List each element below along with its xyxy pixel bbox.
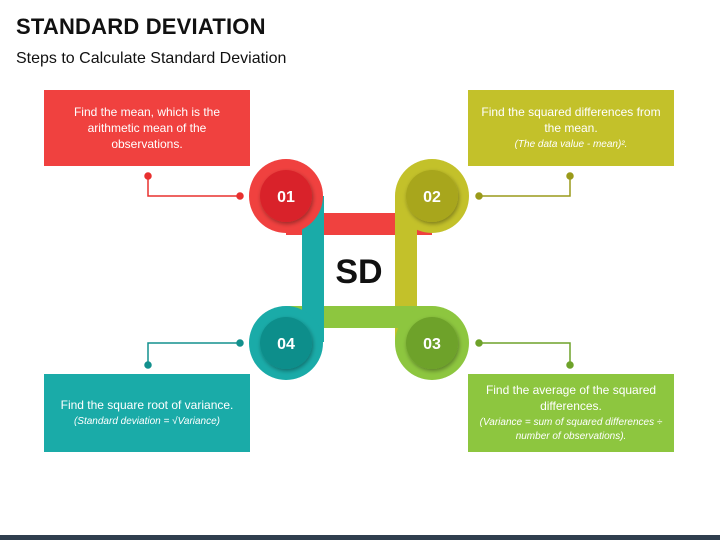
step-note-02: (The data value - mean)². — [514, 139, 628, 150]
step-circle-03: 03 — [395, 306, 469, 380]
step-number-01: 01 — [277, 189, 295, 206]
step-text-01: Find the mean, which is the arithmetic m… — [73, 105, 221, 151]
step-text-03: Find the average of the squared differen… — [485, 383, 657, 413]
step-box-01: Find the mean, which is the arithmetic m… — [44, 90, 250, 166]
step-circle-04: 04 — [249, 306, 323, 380]
center-label: SD — [335, 253, 382, 291]
connector-bar-right — [395, 196, 417, 342]
step-number-04: 04 — [277, 336, 295, 353]
connector-bar-left — [302, 196, 324, 342]
step-number-02: 02 — [423, 189, 441, 206]
step-box-03: Find the average of the squared differen… — [468, 374, 674, 452]
leader-line-03 — [475, 339, 574, 369]
leader-line-01 — [144, 172, 244, 200]
step-circle-01: 01 — [249, 159, 323, 233]
step-note-04: (Standard deviation = √Variance) — [73, 416, 221, 427]
leader-line-04 — [144, 339, 244, 369]
page-title: STANDARD DEVIATION — [16, 14, 266, 39]
page-subtitle: Steps to Calculate Standard Deviation — [16, 50, 287, 67]
step-text-02: Find the squared differences from the me… — [481, 105, 661, 135]
step-note-03: (Variance = sum of squared differences ÷… — [479, 417, 663, 442]
step-text-04: Find the square root of variance. — [60, 398, 234, 412]
step-box-04: Find the square root of variance. (Stand… — [44, 374, 250, 452]
step-circle-02: 02 — [395, 159, 469, 233]
leader-line-02 — [475, 172, 574, 200]
step-box-02: Find the squared differences from the me… — [468, 90, 674, 166]
step-number-03: 03 — [423, 336, 441, 353]
footer-bar — [0, 535, 720, 540]
